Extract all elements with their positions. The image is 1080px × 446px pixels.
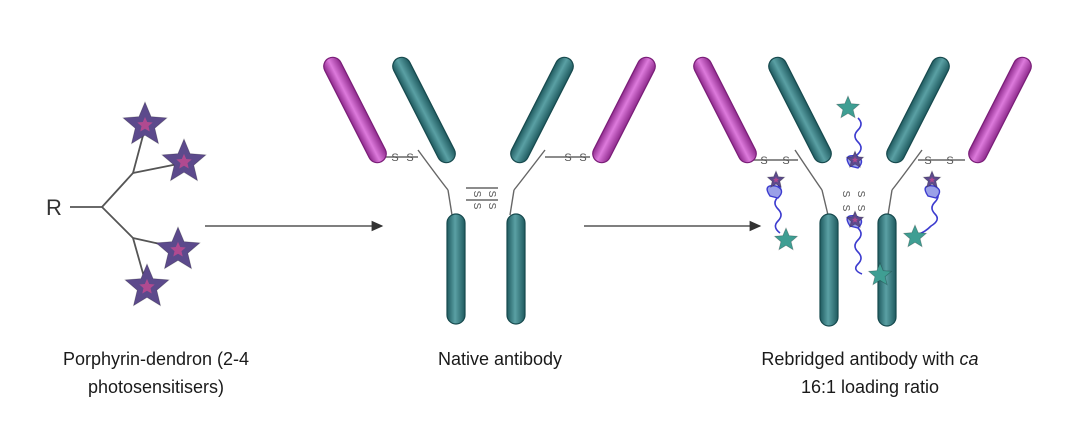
caption-rebridged-antibody: Rebridged antibody with ca 16:1 loading … bbox=[735, 345, 1005, 401]
rebridged-terminal-star-icon bbox=[902, 223, 928, 248]
dendron-r-label: R bbox=[46, 195, 62, 220]
rebridged-porphyrin-star-icon-core bbox=[773, 176, 779, 183]
porphyrin-dendron: R bbox=[46, 100, 207, 307]
native-heavy-chain-arm-right bbox=[510, 56, 574, 164]
rebridged-star-group bbox=[766, 94, 942, 286]
caption-rebridged-line-1-italic: ca bbox=[959, 349, 979, 369]
native-fc-stem-right bbox=[506, 213, 526, 325]
caption-native-line: Native antibody bbox=[437, 349, 563, 369]
dendron-photosensitiser-star-icon-core bbox=[139, 278, 155, 294]
native-hinge-disulfide-s: S bbox=[471, 203, 482, 210]
native-hinge-disulfide-s: S bbox=[471, 191, 482, 198]
native-disulfide-s: S bbox=[406, 152, 413, 164]
native-hinge-disulfide-s: S bbox=[486, 203, 497, 210]
rebridged-disulfide-s: S bbox=[760, 155, 767, 167]
native-heavy-chain-arm-left bbox=[392, 56, 456, 164]
native-light-chain-right bbox=[592, 56, 656, 164]
rebridged-light-chain-right bbox=[968, 56, 1032, 164]
rebridged-hinge-disulfide-s: S bbox=[855, 205, 866, 212]
rebridged-terminal-star-icon bbox=[867, 261, 893, 286]
rebridged-hinge-lines bbox=[750, 149, 965, 216]
caption-rebridged-line-2: 16:1 loading ratio bbox=[800, 377, 940, 397]
rebridged-fc-stem-left bbox=[819, 213, 839, 327]
rebridged-heavy-chain-arm-left bbox=[768, 56, 832, 164]
rebridged-porphyrin-star-icon-core bbox=[852, 156, 858, 163]
caption-rebridged-line-1: Rebridged antibody with ca bbox=[735, 345, 1005, 373]
dendron-photosensitiser-star-icon-core bbox=[176, 153, 192, 169]
rebridged-disulfide-s: S bbox=[782, 155, 789, 167]
native-disulfide-s: S bbox=[579, 152, 586, 164]
native-disulfide-s: S bbox=[391, 152, 398, 164]
dendron-star-group bbox=[122, 100, 207, 307]
rebridged-light-chain-left bbox=[693, 56, 757, 164]
native-fc-stem-left bbox=[446, 213, 466, 325]
rebridged-hinge-disulfide-s: S bbox=[840, 205, 851, 212]
dendron-branches bbox=[70, 127, 179, 285]
native-hinge-disulfide-s: S bbox=[486, 191, 497, 198]
dendron-photosensitiser-star-icon-core bbox=[170, 241, 186, 257]
caption-native-antibody: Native antibody bbox=[400, 345, 600, 373]
caption-dendron-line-1: Porphyrin-dendron (2-4 bbox=[62, 349, 250, 369]
rebridged-terminal-star-icon bbox=[773, 226, 799, 251]
rebridged-hinge-disulfide-s: S bbox=[855, 191, 866, 198]
rebridged-hinge-disulfide-s: S bbox=[840, 191, 851, 198]
native-light-chain-left bbox=[323, 56, 387, 164]
rebridged-porphyrin-star-icon-core bbox=[852, 216, 858, 223]
dendron-photosensitiser-star-icon-core bbox=[137, 117, 153, 132]
native-hinge-lines bbox=[384, 149, 590, 216]
rebridged-disulfide-s: S bbox=[946, 155, 953, 167]
caption-rebridged-line-1-main: Rebridged antibody with bbox=[761, 349, 960, 369]
rebridged-porphyrin-star-icon-core bbox=[929, 176, 935, 183]
rebridged-terminal-star-icon bbox=[835, 94, 861, 119]
caption-dendron-line-2: photosensitisers) bbox=[87, 377, 225, 397]
rebridged-heavy-chain-arm-right bbox=[886, 56, 950, 164]
caption-dendron: Porphyrin-dendron (2-4 photosensitisers) bbox=[36, 345, 276, 401]
native-disulfide-s: S bbox=[564, 152, 571, 164]
rebridged-disulfide-s: S bbox=[924, 155, 931, 167]
